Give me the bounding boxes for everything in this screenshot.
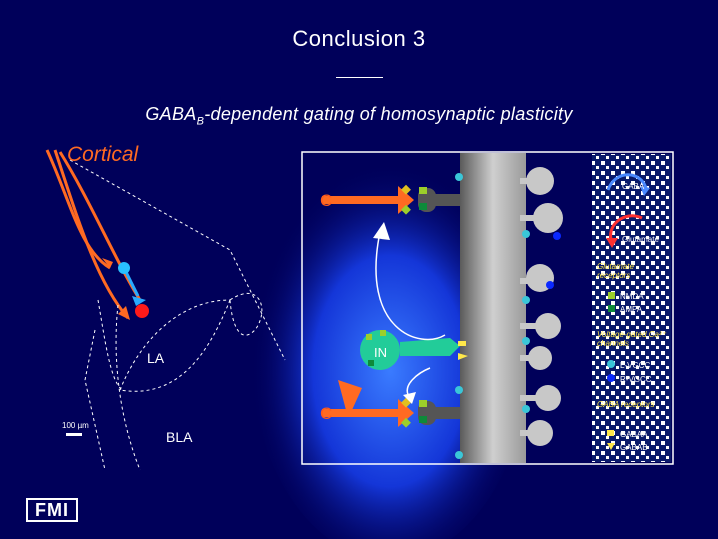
slide-subtitle: GABAB-dependent gating of homosynaptic p… — [0, 104, 718, 128]
legend-ampa: AMPA — [620, 305, 643, 314]
title-underline — [336, 77, 383, 78]
bla-label: BLA — [166, 429, 193, 445]
interneuron-label: IN — [374, 345, 387, 360]
c-label-bottom: C — [320, 404, 333, 423]
legend-vgcc: Voltage-gated Ca²⁺ channels — [597, 330, 666, 348]
legend-gabab: GABAB — [620, 443, 648, 452]
subtitle-sub: B — [196, 115, 205, 128]
cortical-arrow-1 — [102, 258, 113, 268]
scale-bar — [66, 433, 82, 436]
bottom-cortical-synapse — [322, 380, 460, 428]
legend-panel — [592, 154, 671, 462]
cortical-arrow-2 — [118, 306, 130, 320]
subtitle-rest: -dependent gating of homosynaptic plasti… — [204, 104, 573, 124]
dendritic-spines — [520, 167, 563, 446]
slide-title: Conclusion 3 — [292, 26, 426, 51]
ca-channels — [455, 173, 530, 459]
cortical-fibers — [45, 149, 142, 319]
principal-neuron-small — [135, 304, 149, 318]
feedback-arrow — [375, 231, 446, 341]
legend-l-vgcc: L-VGCC — [620, 361, 651, 370]
dendrite — [460, 153, 526, 463]
interneuron — [360, 330, 468, 370]
legend-glutamate: Glutamate — [622, 235, 659, 244]
legend-glut-receptors: Glutamate receptors — [597, 262, 634, 280]
cortical-label: Cortical — [67, 143, 139, 166]
legend-gaba-receptors: GABA receptors — [597, 400, 655, 409]
c-label-top: C — [320, 191, 333, 210]
interneuron-small — [118, 262, 130, 274]
fmi-logo: FMI — [26, 498, 78, 522]
top-cortical-synapse — [322, 184, 460, 215]
la-label: LA — [147, 350, 165, 366]
scale-label: 100 µm — [62, 421, 89, 430]
amygdala-outline — [69, 159, 286, 471]
legend-r-vgcc: R-VGCC — [620, 375, 652, 384]
legend-nmda: NMDA — [620, 292, 644, 301]
subtitle-gaba: GABA — [145, 104, 197, 124]
synapse-panel — [301, 151, 674, 465]
legend-gabaa: GABAA — [620, 430, 648, 439]
legend-gaba: GABA — [622, 182, 645, 191]
